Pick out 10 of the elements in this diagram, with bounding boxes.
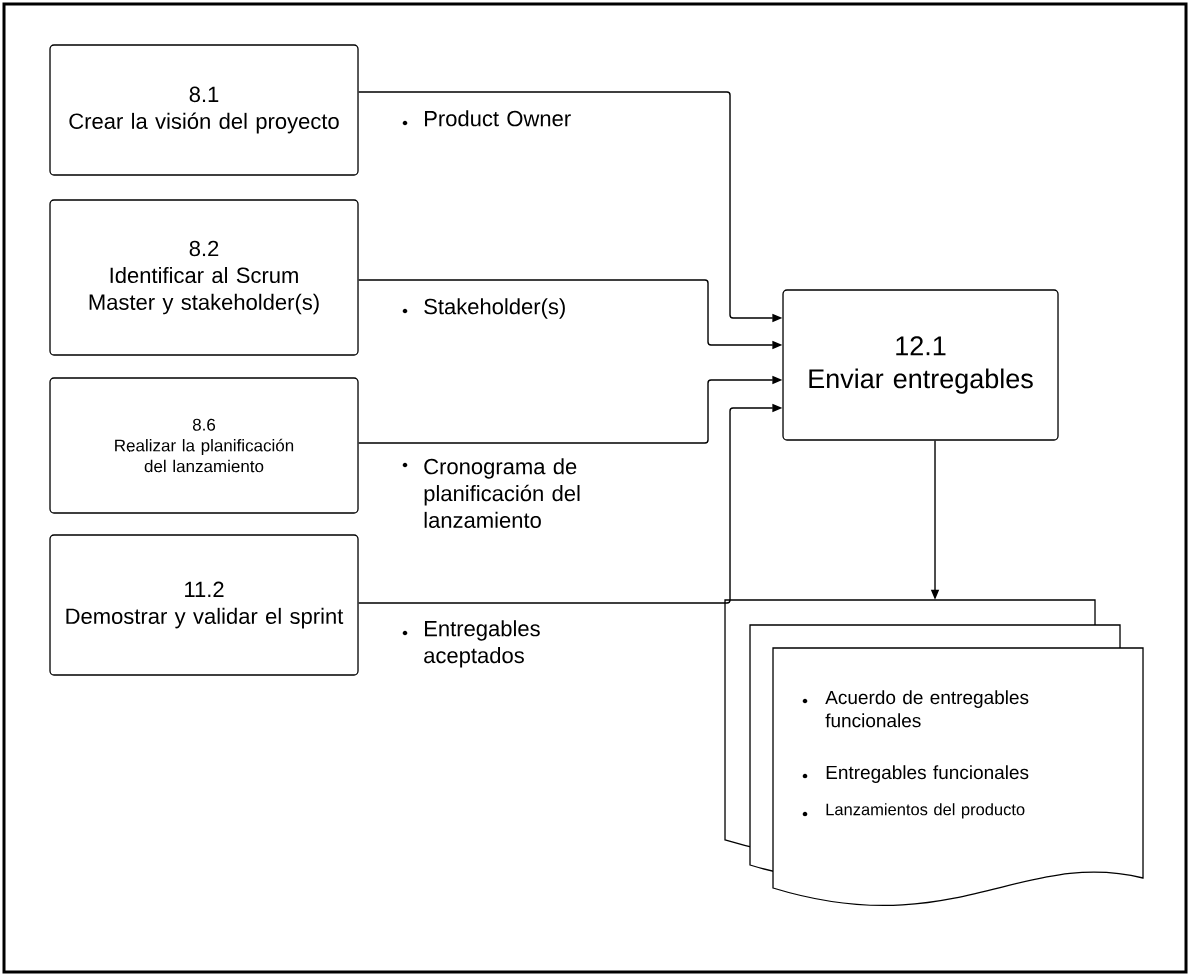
- process-box: 8.2 Identificar al Scrum Master y stakeholder(s): [49, 199, 359, 356]
- process-box: 12.1 Enviar entregables: [782, 289, 1059, 441]
- edge-label: Stakeholder(s): [402, 298, 565, 319]
- process-box: 8.6 Realizar la planificación del lanzamiento: [49, 377, 359, 514]
- process-box: 11.2 Demostrar y validar el sprint: [49, 534, 359, 676]
- edge-label: Entregables aceptados: [402, 620, 540, 668]
- process-box: 8.1 Crear la visión del proyecto: [49, 44, 359, 176]
- edge-label: Product Owner: [402, 110, 571, 127]
- edge-label: Cronograma de planificación del lanzamiento: [402, 458, 580, 529]
- document-stack: Acuerdo de entregables funcionales Entregables funcionales Lanzamientos del producto: [724, 599, 1144, 907]
